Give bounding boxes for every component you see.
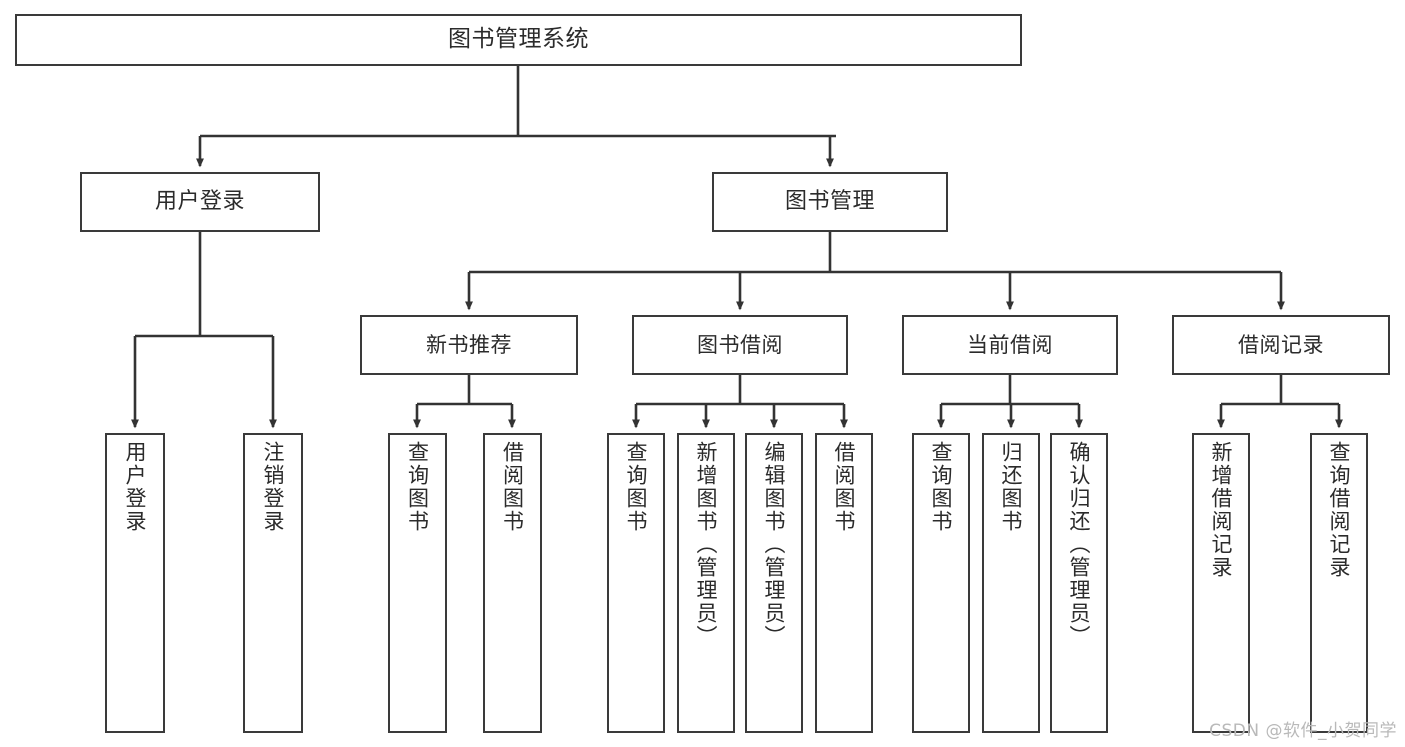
node-leaf-borrow-book-2[interactable]: 借阅图书 xyxy=(815,433,873,733)
node-label: 图书管理 xyxy=(784,189,875,215)
node-leaf-add-record[interactable]: 新增借阅记录 xyxy=(1192,433,1250,733)
node-leaf-borrow-book-1[interactable]: 借阅图书 xyxy=(483,433,542,733)
node-label: 用户登录 xyxy=(154,189,245,215)
node-leaf-return-book[interactable]: 归还图书 xyxy=(982,433,1040,733)
node-label: 确认归还（管理员） xyxy=(1067,441,1092,648)
node-label: 图书借阅 xyxy=(697,332,783,357)
node-label: 查询图书 xyxy=(405,441,430,533)
node-book-borrow[interactable]: 图书借阅 xyxy=(632,315,848,375)
node-leaf-logout[interactable]: 注销登录 xyxy=(243,433,303,733)
node-leaf-query-book-1[interactable]: 查询图书 xyxy=(388,433,447,733)
node-leaf-confirm-return[interactable]: 确认归还（管理员） xyxy=(1050,433,1108,733)
node-user-login[interactable]: 用户登录 xyxy=(80,172,320,232)
node-label: 图书管理系统 xyxy=(448,26,589,53)
node-leaf-query-book-2[interactable]: 查询图书 xyxy=(607,433,665,733)
node-leaf-query-book-3[interactable]: 查询图书 xyxy=(912,433,970,733)
node-borrow-record[interactable]: 借阅记录 xyxy=(1172,315,1390,375)
node-new-book-recommend[interactable]: 新书推荐 xyxy=(360,315,578,375)
node-label: 注销登录 xyxy=(261,441,286,533)
node-label: 借阅图书 xyxy=(832,441,857,533)
node-label: 用户登录 xyxy=(123,441,148,533)
node-leaf-edit-book[interactable]: 编辑图书（管理员） xyxy=(745,433,803,733)
node-label: 新增借阅记录 xyxy=(1209,441,1234,579)
node-label: 查询图书 xyxy=(624,441,649,533)
node-leaf-add-book[interactable]: 新增图书（管理员） xyxy=(677,433,735,733)
node-label: 编辑图书（管理员） xyxy=(762,441,787,648)
node-label: 借阅记录 xyxy=(1238,332,1324,357)
node-book-management[interactable]: 图书管理 xyxy=(712,172,948,232)
node-label: 借阅图书 xyxy=(500,441,525,533)
node-current-borrow[interactable]: 当前借阅 xyxy=(902,315,1118,375)
node-label: 查询借阅记录 xyxy=(1327,441,1352,579)
node-leaf-query-record[interactable]: 查询借阅记录 xyxy=(1310,433,1368,733)
node-label: 新书推荐 xyxy=(426,332,512,357)
node-leaf-user-login[interactable]: 用户登录 xyxy=(105,433,165,733)
node-label: 新增图书（管理员） xyxy=(694,441,719,648)
node-root-system[interactable]: 图书管理系统 xyxy=(15,14,1022,66)
node-label: 当前借阅 xyxy=(967,332,1053,357)
node-label: 查询图书 xyxy=(929,441,954,533)
node-label: 归还图书 xyxy=(999,441,1024,533)
